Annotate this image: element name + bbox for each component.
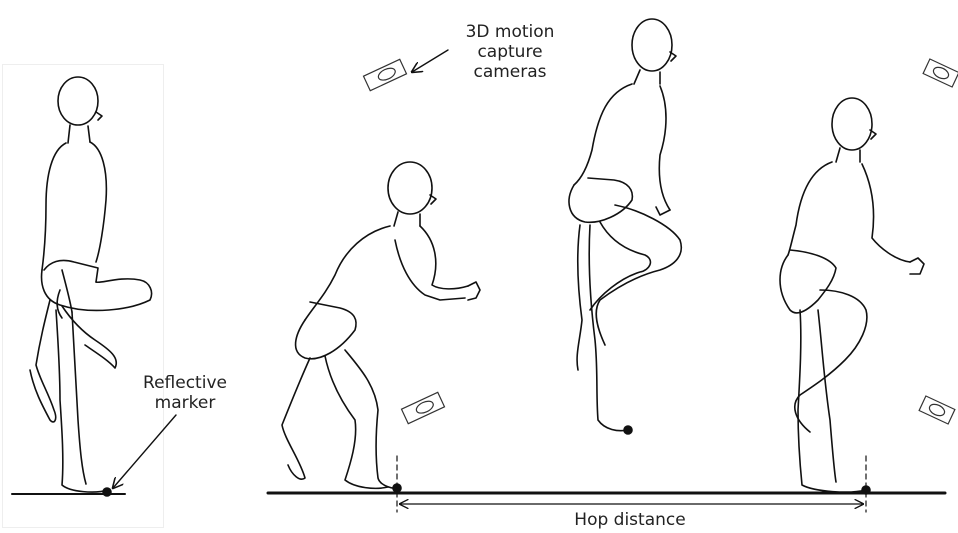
- camera-icon: [919, 396, 955, 424]
- toe-marker-dot: [624, 426, 632, 434]
- marker-label-line1: Reflective: [130, 373, 240, 393]
- standing-figure: [30, 77, 152, 492]
- cameras-label-line3: cameras: [442, 62, 578, 82]
- hop-distance-label: Hop distance: [530, 510, 730, 530]
- landing-figure: [780, 98, 924, 492]
- cameras-label-line1: 3D motion: [442, 22, 578, 42]
- cameras-label-line2: capture: [442, 42, 578, 62]
- marker-arrow: [113, 415, 176, 488]
- cameras-label: 3D motion capture cameras: [442, 22, 578, 82]
- camera-icon: [401, 392, 444, 423]
- airborne-figure: [569, 19, 681, 431]
- camera-icon: [923, 59, 958, 87]
- marker-label-line2: marker: [130, 393, 240, 413]
- camera-icons: [363, 59, 958, 424]
- crouching-figure: [282, 162, 480, 489]
- camera-icon: [363, 59, 406, 90]
- marker-label: Reflective marker: [130, 373, 240, 413]
